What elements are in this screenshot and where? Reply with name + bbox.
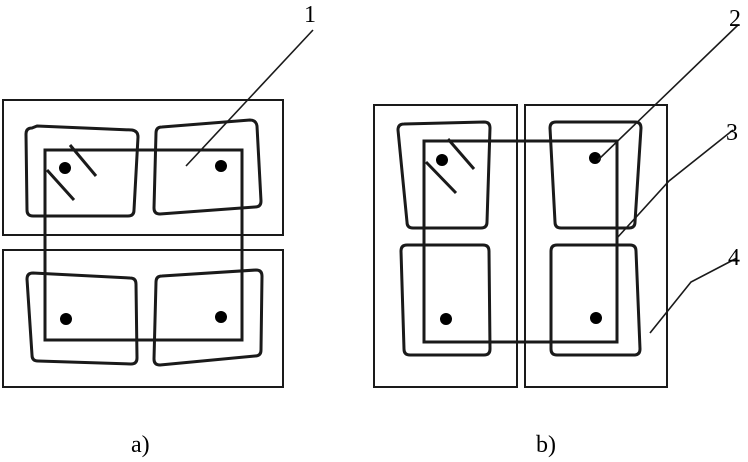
stirrup-b [422, 139, 619, 344]
concrete-block-b-tl [396, 120, 492, 230]
formwork-right-b [524, 104, 668, 388]
stirrup-hook-a-2 [45, 168, 76, 202]
panel-a [2, 29, 314, 388]
concrete-block-b-bl [399, 243, 492, 357]
leader-line-1 [185, 29, 314, 167]
concrete-block-a-tr [152, 118, 263, 216]
leader-line-3 [616, 129, 734, 239]
leader-line-2 [597, 24, 739, 161]
panel-label-b: b) [536, 432, 556, 458]
formwork-left-b [373, 104, 518, 388]
leader-line-4 [649, 257, 738, 334]
concrete-block-a-bl [25, 271, 139, 366]
formwork-bottom-a [2, 249, 284, 388]
stirrup-a [43, 148, 244, 342]
callout-label-1: 1 [304, 2, 316, 28]
callout-label-4: 4 [728, 245, 740, 271]
callout-label-2: 2 [729, 6, 741, 32]
stirrup-hook-b-1 [446, 138, 476, 170]
rebar-dot-a-bl [60, 313, 72, 325]
concrete-block-b-br [549, 243, 642, 357]
formwork-top-a [2, 99, 284, 236]
rebar-dot-a-tr [215, 160, 227, 172]
concrete-block-b-tr [548, 120, 643, 230]
stirrup-hook-b-2 [424, 160, 458, 195]
callout-label-3: 3 [726, 120, 738, 146]
rebar-dot-b-br [590, 312, 602, 324]
stirrup-hook-a-1 [68, 144, 98, 177]
concrete-block-a-br [152, 268, 264, 367]
panel-b [373, 24, 739, 388]
rebar-dot-a-tl [59, 162, 71, 174]
panel-label-a: a) [131, 432, 150, 458]
rebar-dot-b-tr [589, 152, 601, 164]
concrete-block-a-tl [24, 124, 140, 218]
rebar-dot-b-tl [436, 154, 448, 166]
rebar-dot-b-bl [440, 313, 452, 325]
rebar-dot-a-br [215, 311, 227, 323]
